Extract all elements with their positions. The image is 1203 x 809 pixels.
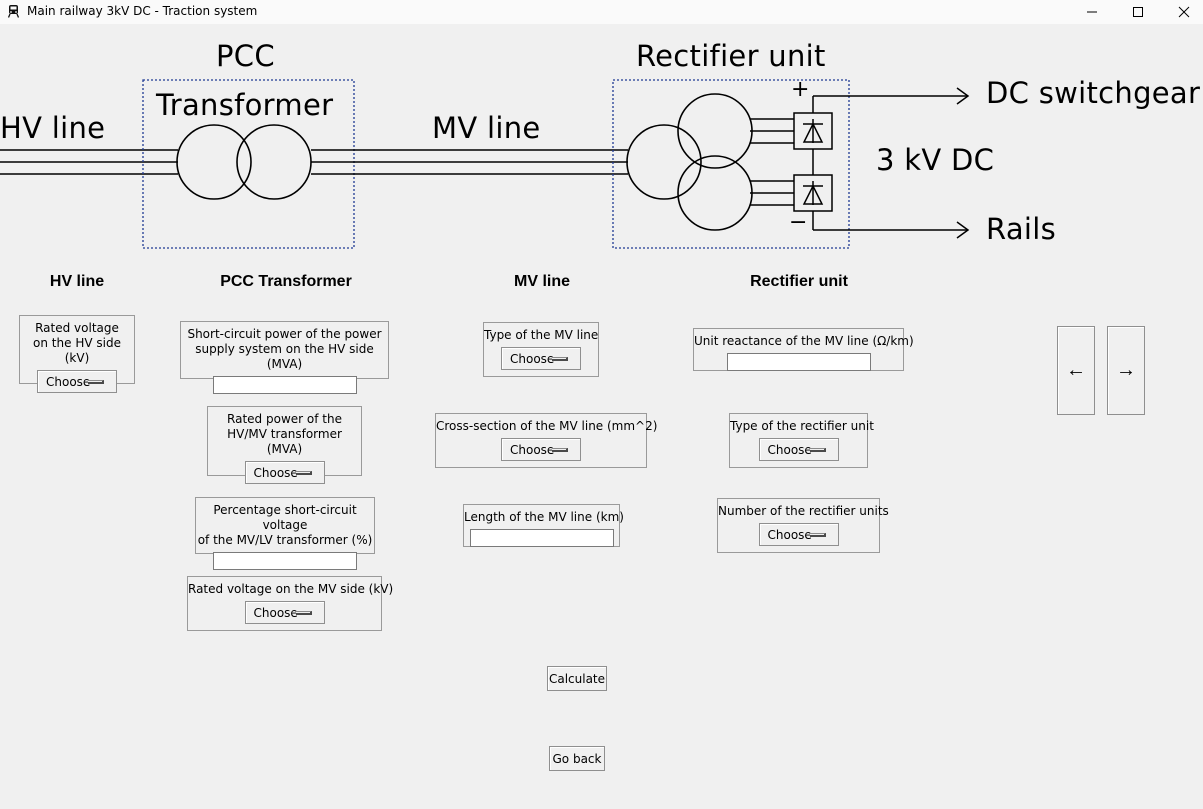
short-circuit-power-group: Short-circuit power of the power supply … bbox=[180, 321, 389, 394]
pct-sc-voltage-input[interactable] bbox=[213, 552, 357, 570]
minimize-icon bbox=[1087, 11, 1097, 13]
transformer-symbol bbox=[176, 124, 312, 200]
diagram-label-rectifier-unit: Rectifier unit bbox=[636, 39, 826, 73]
diagram-label-rails: Rails bbox=[986, 212, 1057, 246]
section-header-hv-line: HV line bbox=[49, 273, 105, 290]
rectifier-type-dropdown[interactable]: Choose bbox=[758, 438, 839, 461]
maximize-icon bbox=[1133, 7, 1143, 17]
rectifier-count-label: Number of the rectifier units bbox=[718, 504, 889, 518]
short-circuit-power-input[interactable] bbox=[212, 376, 357, 394]
rated-power-group: Rated power of the HV/MV transformer (MV… bbox=[207, 406, 362, 484]
single-line-diagram bbox=[0, 79, 970, 249]
rated-power-dropdown[interactable]: Choose bbox=[244, 461, 325, 484]
unit-reactance-label: Unit reactance of the MV line (Ω/km) bbox=[694, 334, 914, 348]
maximize-button[interactable] bbox=[1115, 0, 1161, 24]
close-icon bbox=[1178, 6, 1190, 18]
hv-rated-voltage-group: Rated voltage on the HV side (kV) Choose bbox=[19, 315, 135, 393]
rectifier-count-dropdown[interactable]: Choose bbox=[758, 523, 839, 546]
mv-line-type-label: Type of the MV line bbox=[484, 328, 599, 342]
three-winding-transformer-symbol bbox=[626, 93, 753, 231]
positive-terminal-label: + bbox=[791, 77, 810, 102]
section-header-rectifier-unit: Rectifier unit bbox=[750, 273, 848, 290]
hv-rated-voltage-label: Rated voltage on the HV side (kV) bbox=[33, 321, 121, 365]
mv-length-group: Length of the MV line (km) bbox=[463, 504, 624, 547]
dropdown-indicator-icon bbox=[88, 380, 104, 384]
diagram-label-pcc: PCC bbox=[216, 39, 275, 73]
go-back-button[interactable]: Go back bbox=[549, 746, 605, 771]
diagram-label-hv-line: HV line bbox=[0, 111, 106, 145]
mv-length-label: Length of the MV line (km) bbox=[464, 510, 624, 524]
section-header-mv-line: MV line bbox=[513, 273, 571, 290]
window-title: Main railway 3kV DC - Traction system bbox=[27, 4, 258, 18]
rectifier-diode-1 bbox=[793, 112, 833, 150]
dc-output-wiring bbox=[812, 87, 970, 239]
mv-line-conductors bbox=[311, 149, 628, 175]
hv-line-conductors bbox=[0, 149, 178, 175]
rectifier-type-group: Type of the rectifier unit Choose bbox=[729, 413, 874, 468]
secondary-conductors bbox=[750, 118, 794, 206]
mv-cross-section-label: Cross-section of the MV line (mm^2) bbox=[436, 419, 658, 433]
pcc-boundary bbox=[142, 79, 355, 249]
dropdown-indicator-icon bbox=[552, 357, 568, 361]
rectifier-diode-2 bbox=[793, 174, 833, 212]
mv-cross-section-dropdown[interactable]: Choose bbox=[501, 438, 581, 461]
next-button[interactable]: → bbox=[1107, 326, 1145, 415]
minimize-button[interactable] bbox=[1069, 0, 1115, 24]
title-bar: Main railway 3kV DC - Traction system bbox=[0, 0, 1203, 24]
diagram-label-transformer: Transformer bbox=[156, 88, 334, 122]
mv-line-type-dropdown[interactable]: Choose bbox=[501, 347, 581, 370]
pct-sc-voltage-label: Percentage short-circuit voltage of the … bbox=[197, 503, 373, 547]
rated-power-label: Rated power of the HV/MV transformer (MV… bbox=[227, 412, 342, 456]
train-icon bbox=[8, 5, 19, 18]
mv-rated-voltage-group: Rated voltage on the MV side (kV) Choose bbox=[187, 576, 394, 631]
previous-button[interactable]: ← bbox=[1057, 326, 1095, 415]
mv-length-input[interactable] bbox=[469, 529, 614, 547]
diagram-label-3kv-dc: 3 kV DC bbox=[876, 143, 995, 177]
dropdown-indicator-icon bbox=[809, 448, 826, 452]
section-header-pcc-transformer: PCC Transformer bbox=[220, 273, 352, 290]
rectifier-count-group: Number of the rectifier units Choose bbox=[717, 498, 889, 553]
unit-reactance-input[interactable] bbox=[726, 353, 871, 371]
dropdown-indicator-icon bbox=[295, 471, 312, 475]
negative-terminal-label: − bbox=[789, 210, 808, 235]
mv-rated-voltage-dropdown[interactable]: Choose bbox=[244, 601, 325, 624]
unit-reactance-group: Unit reactance of the MV line (Ω/km) bbox=[693, 328, 914, 371]
calculate-button[interactable]: Calculate bbox=[547, 666, 607, 691]
rectifier-type-label: Type of the rectifier unit bbox=[730, 419, 874, 433]
diagram-label-mv-line: MV line bbox=[432, 111, 541, 145]
mv-line-type-group: Type of the MV line Choose bbox=[483, 322, 599, 377]
mv-rated-voltage-label: Rated voltage on the MV side (kV) bbox=[188, 582, 394, 596]
dropdown-indicator-icon bbox=[809, 533, 826, 537]
diagram-label-dc-switchgear: DC switchgear bbox=[986, 76, 1201, 110]
pct-sc-voltage-group: Percentage short-circuit voltage of the … bbox=[195, 497, 375, 570]
close-button[interactable] bbox=[1161, 0, 1203, 24]
rectifier-unit-boundary bbox=[612, 79, 850, 249]
short-circuit-power-label: Short-circuit power of the power supply … bbox=[187, 327, 382, 371]
mv-cross-section-group: Cross-section of the MV line (mm^2) Choo… bbox=[435, 413, 658, 468]
dropdown-indicator-icon bbox=[552, 448, 568, 452]
dropdown-indicator-icon bbox=[295, 611, 312, 615]
hv-rated-voltage-dropdown[interactable]: Choose bbox=[37, 370, 117, 393]
